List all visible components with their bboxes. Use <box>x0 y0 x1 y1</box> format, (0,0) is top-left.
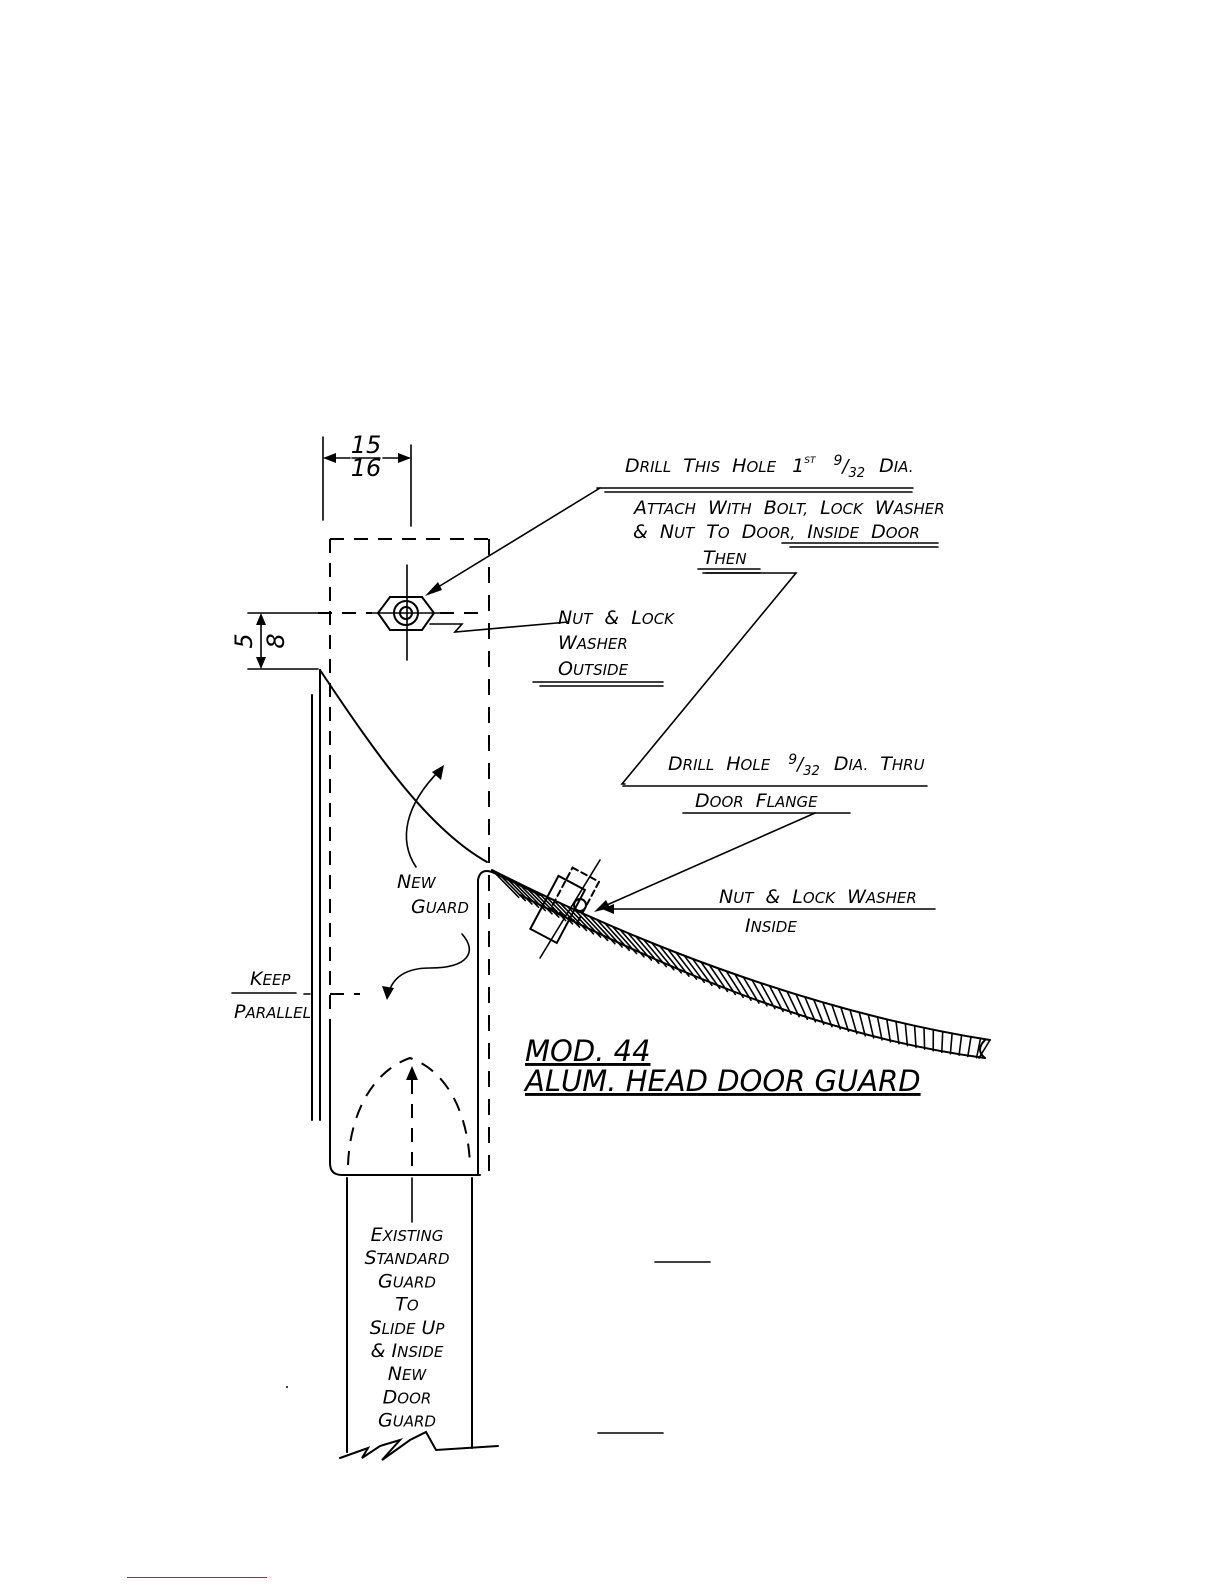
height-denominator: 8 <box>262 633 290 648</box>
label-nut-outside-line2: WASHER <box>558 632 628 654</box>
existing-guard-line: &INSIDE <box>371 1340 444 1362</box>
label-then: THEN <box>703 547 747 569</box>
label-door-flange: DOOR FLANGE <box>695 790 818 812</box>
arrow-new-guard-up <box>405 769 441 868</box>
new-guard-outline <box>329 538 541 1180</box>
label-new-guard-line1: NEW <box>397 871 437 893</box>
label-attach-line2: & NUT TO DOOR, INSIDE DOOR <box>633 521 920 543</box>
bottom-rule <box>127 1577 267 1578</box>
existing-guard-line: NEW <box>388 1363 428 1385</box>
title-line2: ALUM. HEAD DOOR GUARD <box>523 1064 921 1098</box>
arrow-new-guard-down <box>387 933 471 996</box>
label-drill-first: DRILL THIS HOLE 1ST 9/32 DIA. <box>625 446 913 482</box>
label-parallel: PARALLEL <box>234 1001 311 1023</box>
leader-drill-first <box>429 487 601 593</box>
width-dimension: 15 16 <box>322 431 412 527</box>
label-nut-inside-line1: NUT & LOCK WASHER <box>719 886 917 908</box>
label-nut-outside-line3: OUTSIDE <box>558 658 629 680</box>
door-flange-hatched <box>491 869 991 1059</box>
label-attach-line1: ATTACH WITH BOLT, LOCK WASHER <box>632 497 945 519</box>
existing-guard-line: TO <box>395 1294 419 1316</box>
lower-bolt <box>528 859 601 959</box>
door-edge-curve <box>319 669 488 863</box>
width-numerator: 15 <box>351 431 382 459</box>
existing-guard-line: GUARD <box>378 1270 436 1292</box>
title-line1: MOD. 44 <box>525 1034 651 1068</box>
existing-guard-line: EXISTING <box>371 1224 444 1246</box>
width-denominator: 16 <box>351 454 382 482</box>
label-keep: KEEP <box>250 968 291 990</box>
existing-guard-line: STANDARD <box>364 1247 449 1269</box>
height-numerator: 5 <box>230 633 258 648</box>
height-dimension: 5 8 <box>230 612 319 670</box>
label-nut-inside-line2: INSIDE <box>745 915 797 937</box>
leader-door-flange <box>599 812 816 909</box>
label-drill-thru: DRILL HOLE 9/32 DIA. THRU <box>668 752 925 780</box>
existing-guard-line: GUARD <box>378 1410 436 1432</box>
label-new-guard-line2: GUARD <box>411 896 469 918</box>
existing-guard-arch <box>347 1056 471 1166</box>
top-bolt-nut <box>371 564 445 661</box>
existing-guard-line: DOOR <box>383 1386 432 1408</box>
label-nut-outside-line1: NUT & LOCK <box>558 607 675 629</box>
